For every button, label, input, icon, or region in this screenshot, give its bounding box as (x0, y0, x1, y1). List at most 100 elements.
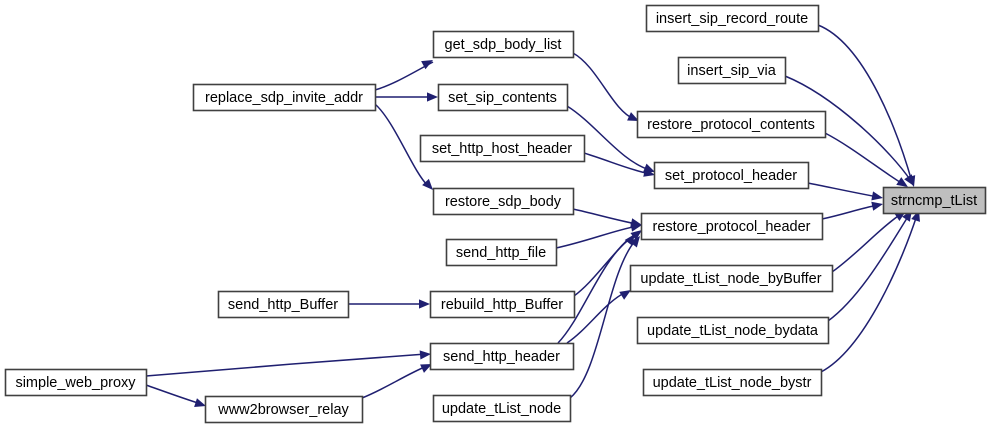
graph-node-insert_sip_via[interactable]: insert_sip_via (677, 56, 787, 85)
node-box[interactable] (204, 395, 364, 424)
graph-node-replace_sdp_invite_addr[interactable]: replace_sdp_invite_addr (192, 83, 377, 112)
graph-node-restore_sdp_body[interactable]: restore_sdp_body (432, 187, 575, 216)
edge-line (572, 52, 635, 120)
edge-insert_sip_record_route-to-strncmp_tList (817, 24, 916, 187)
edge-line (566, 291, 627, 344)
edge-update_tList_node_byBuffer-to-strncmp_tList (831, 211, 906, 273)
node-label: insert_sip_via (687, 63, 777, 79)
arrowhead-icon (643, 167, 655, 177)
node-box[interactable] (640, 212, 824, 241)
node-box[interactable] (642, 368, 823, 397)
node-box[interactable] (192, 83, 377, 112)
graph-node-rebuild_http_Buffer[interactable]: rebuild_http_Buffer (429, 290, 576, 319)
edge-set_http_host_header-to-set_protocol_header (583, 152, 655, 177)
node-box[interactable] (445, 238, 558, 267)
graph-node-update_tList_node_bydata[interactable]: update_tList_node_bydata (636, 316, 830, 345)
graph-node-insert_sip_record_route[interactable]: insert_sip_record_route (645, 4, 820, 33)
edge-line (573, 232, 638, 297)
node-label: update_tList_node (442, 401, 561, 417)
edge-line (827, 214, 910, 322)
graph-node-restore_protocol_contents[interactable]: restore_protocol_contents (636, 110, 827, 139)
node-box[interactable] (429, 290, 576, 319)
graph-node-simple_web_proxy[interactable]: simple_web_proxy (4, 368, 148, 397)
graph-node-strncmp_tList[interactable]: strncmp_tList (882, 186, 987, 215)
graph-node-get_sdp_body_list[interactable]: get_sdp_body_list (432, 30, 575, 59)
node-box[interactable] (882, 186, 987, 215)
node-box[interactable] (429, 342, 575, 371)
graph-node-www2browser_relay[interactable]: www2browser_relay (204, 395, 364, 424)
arrowhead-icon (630, 222, 642, 232)
edge-line (569, 240, 636, 399)
arrowhead-icon (904, 174, 914, 186)
arrowhead-icon (420, 364, 432, 373)
graph-node-send_http_Buffer[interactable]: send_http_Buffer (217, 290, 350, 319)
edge-replace_sdp_invite_addr-to-restore_sdp_body (374, 103, 433, 190)
edge-line (583, 152, 651, 175)
node-label: www2browser_relay (217, 402, 349, 418)
edge-line (361, 365, 428, 399)
node-label: set_sip_contents (448, 90, 557, 106)
node-box[interactable] (419, 134, 586, 163)
edge-line (566, 105, 651, 171)
edge-send_http_file-to-restore_protocol_header (555, 222, 642, 249)
node-label: replace_sdp_invite_addr (205, 90, 363, 106)
edge-line (820, 214, 918, 373)
arrowhead-icon (630, 230, 642, 241)
node-box[interactable] (636, 110, 827, 139)
node-box[interactable] (432, 30, 575, 59)
node-label: strncmp_tList (891, 193, 977, 209)
arrowhead-icon (419, 299, 430, 309)
edge-line (831, 213, 902, 273)
edge-line (784, 75, 912, 182)
edge-update_tList_node_bystr-to-strncmp_tList (820, 210, 920, 373)
edge-get_sdp_body_list-to-restore_protocol_contents (572, 52, 639, 121)
node-label: update_tList_node_bystr (653, 375, 812, 391)
edge-simple_web_proxy-to-www2browser_relay (145, 384, 206, 407)
edge-line (145, 384, 202, 405)
edge-simple_web_proxy-to-send_http_header (145, 350, 431, 377)
edge-set_protocol_header-to-strncmp_tList (807, 182, 883, 201)
node-box[interactable] (677, 56, 787, 85)
nodes-layer: insert_sip_record_route insert_sip_via get… (4, 4, 987, 424)
graph-node-set_sip_contents[interactable]: set_sip_contents (437, 83, 569, 112)
node-box[interactable] (217, 290, 350, 319)
edge-line (555, 225, 638, 249)
node-box[interactable] (432, 394, 572, 423)
arrowhead-icon (871, 201, 883, 211)
arrowhead-icon (629, 236, 640, 248)
edge-restore_protocol_header-to-strncmp_tList (821, 201, 883, 220)
edge-line (807, 182, 879, 198)
node-label: restore_protocol_contents (647, 117, 815, 133)
edge-line (145, 353, 427, 377)
graph-node-send_http_file[interactable]: send_http_file (445, 238, 558, 267)
graph-node-set_protocol_header[interactable]: set_protocol_header (653, 161, 810, 190)
arrowhead-icon (421, 60, 433, 70)
edge-send_http_Buffer-to-rebuild_http_Buffer (348, 299, 430, 309)
node-label: set_protocol_header (665, 168, 797, 184)
graph-node-update_tList_node_bystr[interactable]: update_tList_node_bystr (642, 368, 823, 397)
edge-send_http_header-to-update_tList_node_byBuffer (566, 290, 631, 344)
node-box[interactable] (645, 4, 820, 33)
node-label: simple_web_proxy (15, 375, 136, 391)
node-label: restore_protocol_header (653, 219, 811, 235)
node-label: insert_sip_record_route (656, 11, 808, 27)
graph-node-send_http_header[interactable]: send_http_header (429, 342, 575, 371)
node-label: update_tList_node_bydata (647, 323, 819, 339)
graph-node-set_http_host_header[interactable]: set_http_host_header (419, 134, 586, 163)
edge-www2browser_relay-to-send_http_header (361, 364, 432, 399)
arrowhead-icon (871, 191, 883, 201)
node-box[interactable] (653, 161, 810, 190)
node-box[interactable] (629, 264, 834, 293)
graph-node-update_tList_node_byBuffer[interactable]: update_tList_node_byBuffer (629, 264, 834, 293)
node-label: set_http_host_header (432, 141, 572, 157)
node-box[interactable] (432, 187, 575, 216)
edge-line (817, 24, 913, 183)
node-box[interactable] (4, 368, 148, 397)
node-box[interactable] (437, 83, 569, 112)
graph-node-restore_protocol_header[interactable]: restore_protocol_header (640, 212, 824, 241)
graph-node-update_tList_node[interactable]: update_tList_node (432, 394, 572, 423)
edge-update_tList_node-to-restore_protocol_header (569, 236, 640, 399)
arrowhead-icon (427, 92, 438, 102)
node-box[interactable] (636, 316, 830, 345)
